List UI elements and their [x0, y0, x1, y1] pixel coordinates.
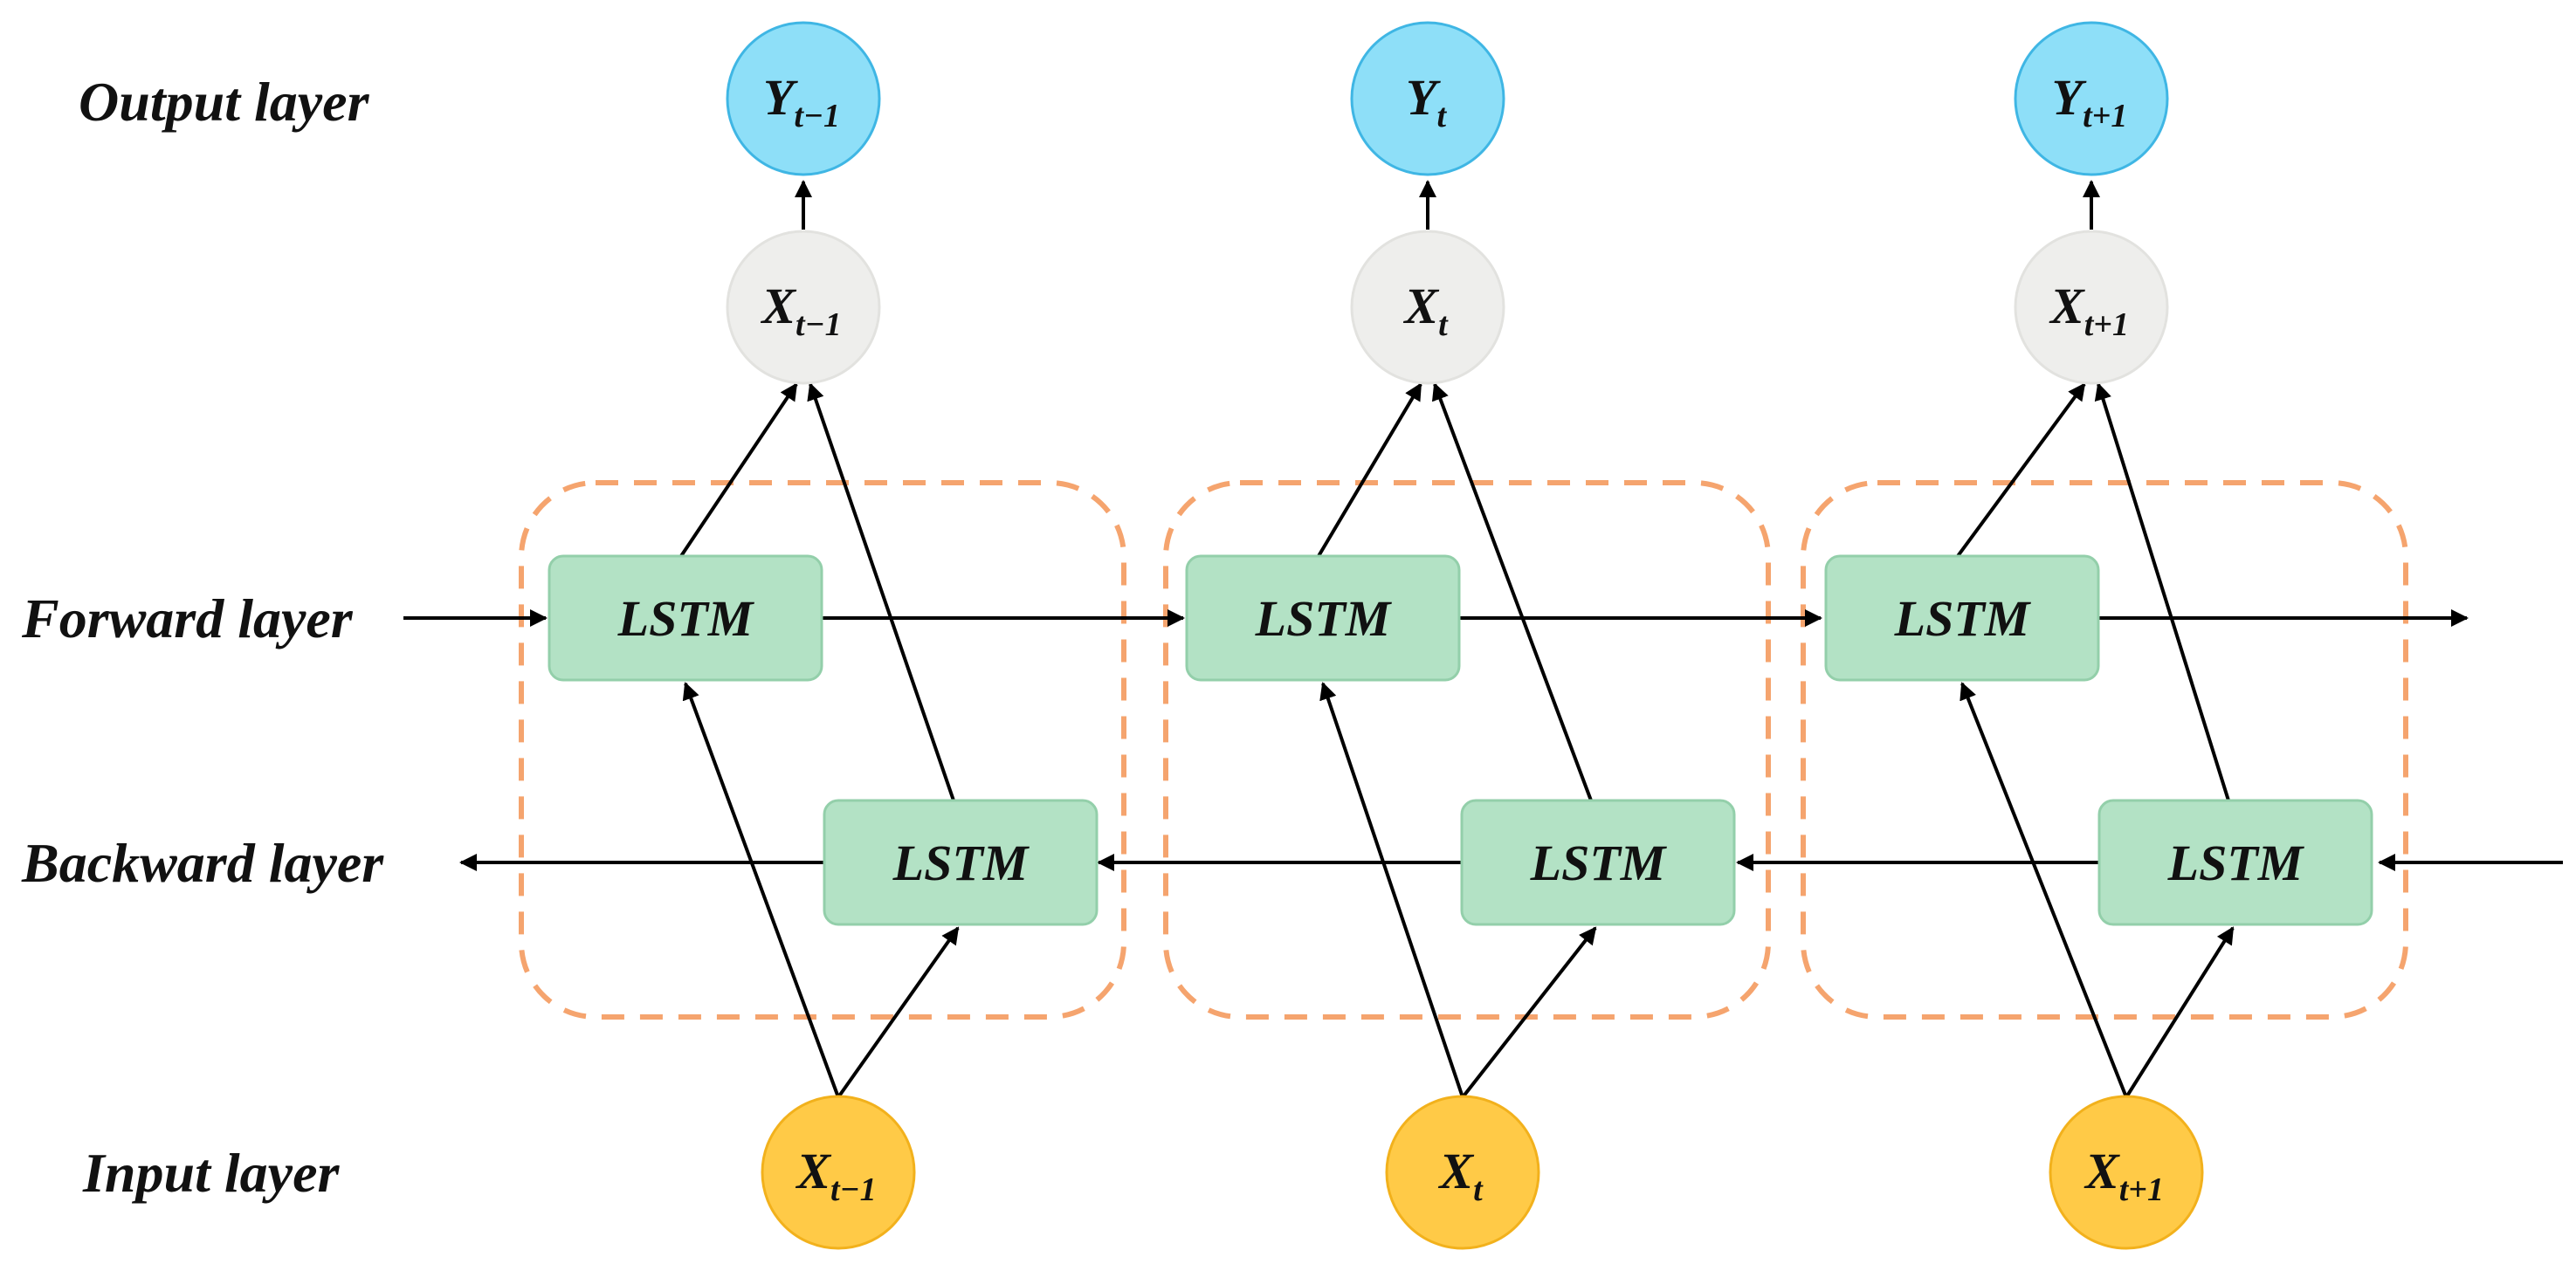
input-to-forward-arrow — [682, 682, 840, 1098]
backward-lstm-label: LSTM — [892, 835, 1030, 891]
input-to-backward-arrow — [2125, 926, 2235, 1099]
backward-lstm-cell — [2097, 799, 2373, 926]
backward-layer-label: Backward layer — [21, 832, 384, 894]
forward-to-hidden-arrow — [1317, 382, 1422, 558]
input-node-label: Xt — [1437, 1143, 1484, 1208]
output-node-label: Yt+1 — [2052, 69, 2128, 134]
output-node-label: Yt−1 — [763, 69, 840, 134]
input-to-backward-arrow — [1461, 926, 1597, 1099]
forward-lstm-cell — [1824, 554, 2100, 682]
backward-to-hidden-arrow — [2094, 382, 2230, 801]
hidden-node — [2014, 230, 2169, 385]
backward-lstm-label: LSTM — [2167, 835, 2305, 891]
input-to-forward-arrow — [1319, 682, 1464, 1098]
input-node — [2049, 1095, 2204, 1250]
forward-lstm-label: LSTM — [617, 590, 755, 647]
output-node — [2014, 21, 2169, 176]
backward-to-hidden-arrow — [807, 382, 955, 801]
forward-lstm-label: LSTM — [1894, 590, 2032, 647]
output-node — [1350, 21, 1505, 176]
output-layer-label: Output layer — [79, 71, 370, 133]
hidden-node-label: Xt+1 — [2049, 278, 2129, 343]
input-node-label: Xt+1 — [2084, 1143, 2164, 1208]
input-to-backward-arrow — [837, 926, 960, 1099]
backward-lstm-cell — [1460, 799, 1736, 926]
forward-lstm-label: LSTM — [1255, 590, 1393, 647]
connection-arrows — [403, 180, 2563, 1099]
input-node — [1385, 1095, 1540, 1250]
forward-lstm-cell — [548, 554, 823, 682]
hidden-node-label: Xt — [1402, 278, 1449, 343]
forward-to-hidden-arrow — [679, 382, 798, 558]
hidden-node — [1350, 230, 1505, 385]
backward-lstm-cell — [823, 799, 1099, 926]
forward-to-hidden-arrow — [1956, 382, 2086, 558]
input-node-label: Xt−1 — [795, 1143, 876, 1208]
diagram-nodes: LSTMLSTMYt−1Xt−1Xt−1LSTMLSTMYtXtXtLSTMLS… — [548, 21, 2373, 1250]
input-layer-label: Input layer — [82, 1142, 340, 1204]
output-node-label: Yt — [1406, 69, 1447, 134]
backward-lstm-label: LSTM — [1530, 835, 1668, 891]
forward-layer-label: Forward layer — [21, 587, 354, 649]
backward-to-hidden-arrow — [1431, 382, 1593, 801]
hidden-node-label: Xt−1 — [760, 278, 841, 343]
input-to-forward-arrow — [1960, 682, 2128, 1098]
input-node — [761, 1095, 916, 1250]
hidden-node — [726, 230, 881, 385]
output-node — [726, 21, 881, 176]
forward-lstm-cell — [1185, 554, 1461, 682]
